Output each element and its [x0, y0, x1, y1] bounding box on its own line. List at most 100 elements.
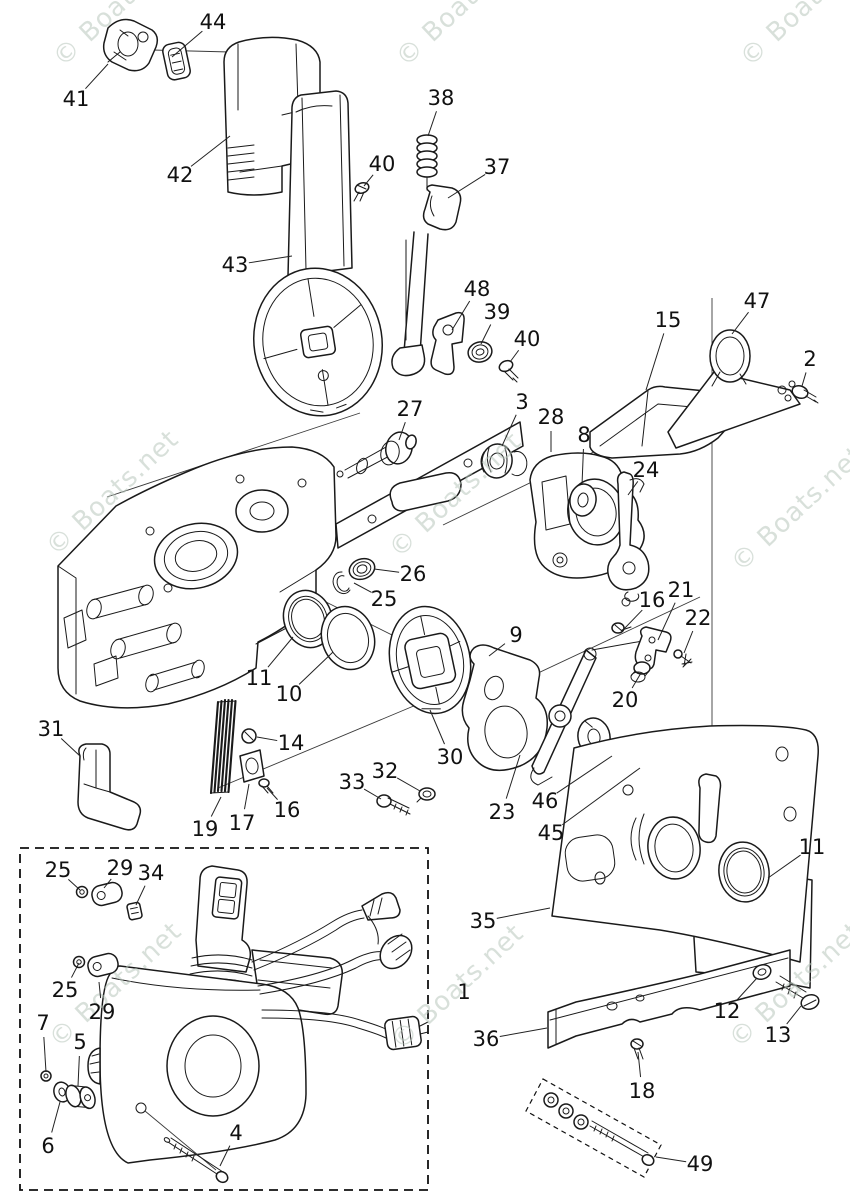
leader-line — [631, 672, 642, 689]
part-12-washer — [752, 963, 772, 981]
leader-line — [655, 1156, 687, 1163]
leader-line — [171, 30, 203, 58]
part-number-label: 30 — [437, 745, 464, 769]
part-number-label: 25 — [371, 587, 398, 611]
callout-37: 37 — [447, 155, 511, 199]
leader-line — [71, 962, 80, 978]
callout-11: 11 — [246, 636, 294, 690]
callout-20: 20 — [612, 672, 642, 712]
part-39-washer — [467, 341, 493, 363]
callout-25: 25 — [45, 858, 81, 891]
leader-line — [451, 300, 471, 331]
part-number-label: 26 — [400, 562, 427, 586]
callout-23: 23 — [489, 754, 521, 824]
inset-box — [19, 847, 429, 1191]
leader-line — [373, 568, 400, 573]
part-number-label: 13 — [765, 1023, 792, 1047]
part-number-label: 19 — [192, 817, 219, 841]
part-number-label: 17 — [229, 811, 256, 835]
part-32-nut — [416, 787, 436, 803]
part-47-grommet-arm — [667, 329, 801, 449]
callout-10: 10 — [276, 651, 334, 706]
part-number-label: 7 — [36, 1011, 49, 1035]
callout-34: 34 — [135, 861, 164, 906]
part-number-label: 10 — [276, 682, 303, 706]
leader-line — [267, 636, 294, 668]
part-26-washer — [348, 557, 376, 581]
callout-14: 14 — [256, 731, 304, 755]
leader-line — [480, 324, 492, 345]
part-44-pad — [162, 41, 191, 81]
part-14-screw — [241, 728, 257, 744]
callout-29: 29 — [103, 856, 133, 889]
callout-12: 12 — [714, 977, 758, 1023]
part-number-label: 4 — [229, 1121, 242, 1145]
callout-31: 31 — [38, 717, 81, 757]
callout-19: 19 — [192, 796, 222, 841]
inset-small-parts — [40, 881, 229, 1184]
part-5-grommet — [65, 1084, 96, 1110]
part-2-screw — [791, 384, 819, 404]
callout-25: 25 — [353, 582, 398, 611]
leader-line — [657, 602, 676, 641]
part-number-label: 36 — [473, 1027, 500, 1051]
part-number-label: 21 — [668, 578, 695, 602]
leader-line — [637, 1051, 642, 1078]
leader-line — [363, 788, 382, 800]
callout-43: 43 — [222, 253, 293, 277]
part-31-boot — [77, 743, 142, 831]
part-30-rotor — [388, 605, 472, 715]
leader-line — [801, 372, 807, 387]
callout-27: 27 — [397, 397, 424, 441]
part-36-lower-cover — [547, 949, 791, 1049]
leader-line — [488, 643, 506, 657]
part-11-ring-right — [718, 841, 770, 903]
part-10-o-ring — [320, 605, 376, 671]
leader-line — [219, 1145, 231, 1167]
leader-line — [736, 977, 758, 1001]
leader-line — [581, 448, 584, 486]
part-number-label: 35 — [470, 909, 497, 933]
callout-32: 32 — [372, 759, 421, 792]
leader-line — [190, 135, 231, 167]
callout-41: 41 — [63, 63, 109, 111]
callout-2: 2 — [801, 347, 817, 387]
part-number-label: 31 — [38, 717, 65, 741]
part-number-label: 33 — [339, 770, 366, 794]
leader-line — [427, 111, 437, 137]
callout-24: 24 — [627, 458, 659, 496]
leader-line — [243, 783, 250, 810]
leader-line — [43, 1036, 47, 1073]
part-13-bolt — [775, 975, 820, 1011]
leader-line — [627, 481, 639, 496]
leader-line — [622, 609, 643, 631]
part-49-hardware-kit — [525, 1078, 662, 1178]
callout-7: 7 — [36, 1011, 50, 1073]
part-16-screw-lower — [258, 778, 274, 794]
part-number-label: 40 — [369, 152, 396, 176]
part-number-label: 22 — [685, 606, 712, 630]
part-43-lever-arm — [252, 90, 384, 417]
part-17-clamp — [239, 749, 265, 783]
part-shift-link-arm — [530, 639, 649, 786]
leader-line — [210, 796, 222, 817]
part-number-label: 37 — [484, 155, 511, 179]
part-number-label: 2 — [803, 347, 816, 371]
part-number-label: 11 — [799, 835, 826, 859]
part-number-label: 44 — [200, 10, 227, 34]
callout-17: 17 — [229, 783, 256, 835]
leader-line — [429, 709, 445, 745]
callout-16: 16 — [266, 787, 300, 822]
part-number-label: 15 — [655, 308, 682, 332]
leader-line — [767, 854, 801, 879]
leader-line — [396, 777, 421, 792]
part-number-label: 40 — [514, 327, 541, 351]
part-number-label: 6 — [41, 1134, 54, 1158]
part-40-screw-b — [498, 359, 519, 383]
part-number-label: 27 — [397, 397, 424, 421]
part-20-spacer — [630, 661, 651, 683]
callout-47: 47 — [731, 289, 770, 335]
